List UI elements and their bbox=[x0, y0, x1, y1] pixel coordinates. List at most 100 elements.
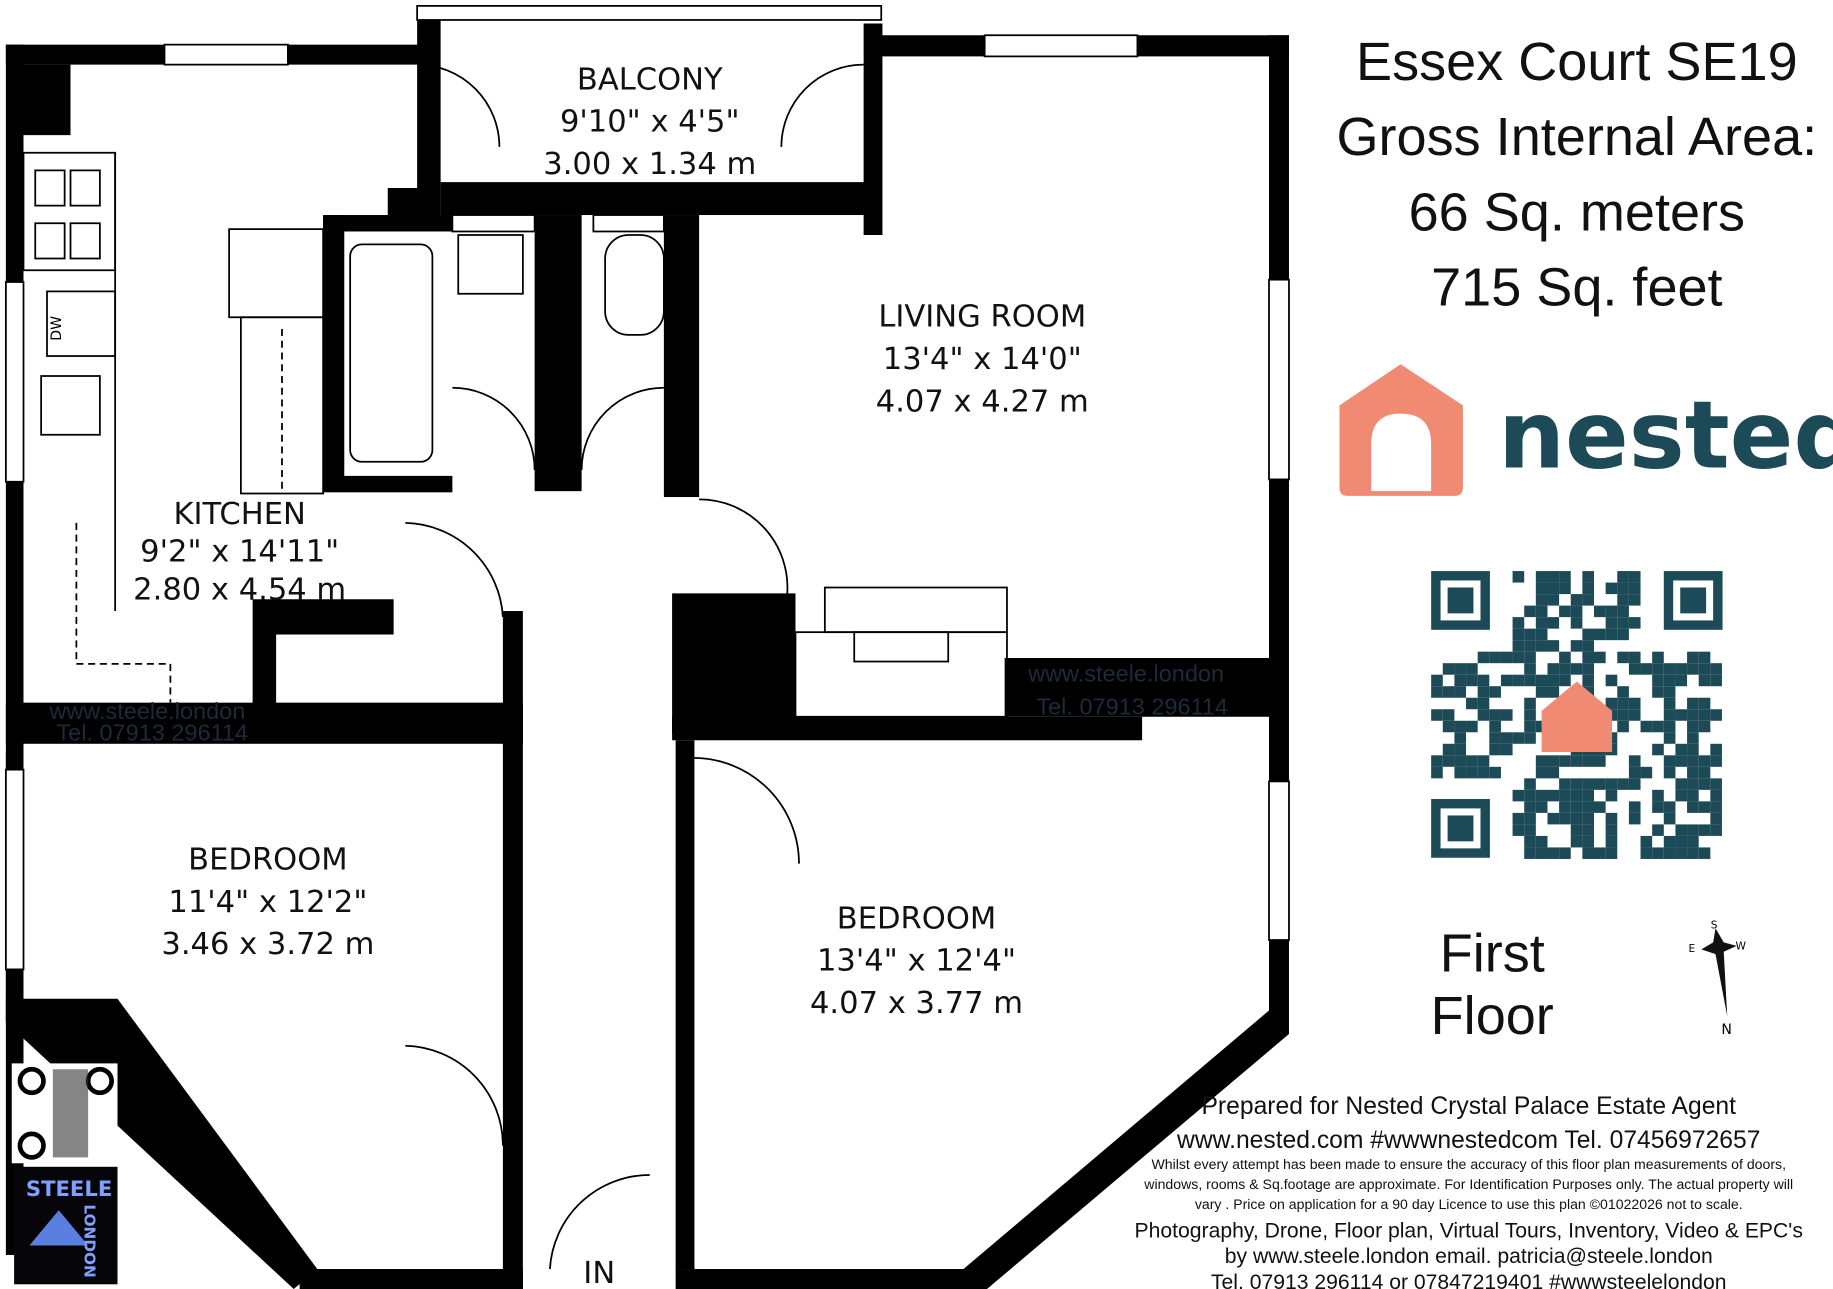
qr-module bbox=[1617, 651, 1629, 664]
qr-module bbox=[1594, 801, 1606, 813]
qr-module bbox=[1547, 582, 1560, 595]
qr-module bbox=[1431, 755, 1443, 767]
qr-module bbox=[1547, 755, 1560, 767]
svg-text:Tel. 07913 296114 or 07847219: Tel. 07913 296114 or 07847219401 #wwwste… bbox=[1211, 1271, 1727, 1289]
qr-module bbox=[1454, 743, 1467, 756]
qr-module bbox=[1582, 835, 1595, 848]
qr-module bbox=[1663, 686, 1676, 698]
svg-text:Whilst every attempt has been: Whilst every attempt has been made to en… bbox=[1151, 1156, 1786, 1172]
svg-text:STEELE: STEELE bbox=[26, 1176, 112, 1201]
dw-label: DW bbox=[49, 316, 65, 341]
qr-module bbox=[1454, 674, 1467, 687]
qr-module bbox=[1466, 755, 1478, 767]
walls bbox=[5, 5, 1289, 1289]
qr-module bbox=[1640, 847, 1653, 859]
qr-module bbox=[1477, 651, 1490, 664]
address: Essex Court SE19 bbox=[1356, 32, 1798, 92]
qr-module bbox=[1570, 617, 1583, 629]
nested-logo: nested bbox=[1339, 364, 1833, 496]
qr-module bbox=[1698, 663, 1711, 675]
qr-module bbox=[1710, 801, 1722, 813]
qr-module bbox=[1535, 640, 1548, 652]
qr-module bbox=[1663, 835, 1676, 848]
qr-module bbox=[1582, 801, 1595, 813]
qr-module bbox=[1628, 709, 1641, 721]
svg-text:www.nested.com #wwwnestedcom: www.nested.com #wwwnestedcom Tel. 074569… bbox=[1176, 1127, 1760, 1154]
qr-module bbox=[1675, 835, 1688, 848]
qr-module bbox=[1675, 743, 1688, 756]
qr-module bbox=[1663, 709, 1676, 721]
qr-module bbox=[1663, 732, 1676, 744]
qr-module bbox=[1605, 697, 1618, 710]
qr-module bbox=[1663, 801, 1676, 813]
qr-module bbox=[1512, 789, 1525, 802]
qr-module bbox=[1594, 651, 1606, 664]
qr-module bbox=[1640, 663, 1653, 675]
qr-module bbox=[1710, 755, 1722, 767]
qr-module bbox=[1477, 674, 1490, 687]
qr-module bbox=[1524, 789, 1536, 802]
living-room-name: LIVING ROOM bbox=[878, 300, 1086, 335]
bedroom2-imperial: 13'4" x 12'4" bbox=[817, 944, 1016, 979]
qr-module bbox=[1652, 789, 1664, 802]
qr-module bbox=[1512, 628, 1525, 641]
qr-module bbox=[1442, 709, 1455, 721]
qr-module bbox=[1698, 674, 1711, 687]
qr-module bbox=[1675, 755, 1688, 767]
qr-module bbox=[1559, 778, 1571, 790]
qr-module bbox=[1547, 571, 1560, 583]
svg-text:www.steele.london: www.steele.london bbox=[48, 698, 245, 724]
qr-module bbox=[1605, 812, 1618, 825]
qr-module bbox=[1698, 720, 1711, 733]
qr-module bbox=[1512, 674, 1525, 687]
svg-text:by www.steele.london email. p: by www.steele.london email. patricia@ste… bbox=[1225, 1245, 1713, 1268]
svg-text:windows, rooms & Sq.footage ar: windows, rooms & Sq.footage are approxim… bbox=[1143, 1176, 1793, 1192]
qr-module bbox=[1675, 789, 1688, 802]
qr-module bbox=[1698, 755, 1711, 767]
qr-module bbox=[1570, 789, 1583, 802]
svg-text:Tel. 07913 296114: Tel. 07913 296114 bbox=[56, 719, 248, 745]
qr-module bbox=[1500, 651, 1513, 664]
qr-module bbox=[1687, 789, 1699, 802]
qr-module bbox=[1675, 709, 1688, 721]
qr-module bbox=[1570, 640, 1583, 652]
qr-module bbox=[1710, 709, 1722, 721]
qr-module bbox=[1454, 663, 1467, 675]
qr-module bbox=[1710, 824, 1722, 836]
qr-module bbox=[1617, 778, 1629, 790]
qr-module bbox=[1535, 686, 1548, 698]
qr-module bbox=[1605, 582, 1618, 595]
qr-module bbox=[1605, 824, 1618, 836]
qr-module bbox=[1454, 755, 1467, 767]
qr-module bbox=[1628, 812, 1641, 825]
qr-module bbox=[1442, 686, 1455, 698]
qr-module bbox=[1710, 789, 1722, 802]
qr-module bbox=[1605, 674, 1618, 687]
qr-module bbox=[1582, 582, 1595, 595]
qr-module bbox=[1489, 732, 1501, 744]
qr-module bbox=[1535, 628, 1548, 641]
qr-module bbox=[1687, 835, 1699, 848]
qr-module bbox=[1559, 801, 1571, 813]
qr-module bbox=[1628, 697, 1641, 710]
qr-module bbox=[1535, 617, 1548, 629]
qr-module bbox=[1663, 755, 1676, 767]
svg-text:S: S bbox=[1711, 919, 1718, 931]
qr-module bbox=[1524, 847, 1536, 859]
qr-module bbox=[1663, 697, 1676, 710]
qr-module bbox=[1512, 824, 1525, 836]
qr-module bbox=[1547, 812, 1560, 825]
qr-module bbox=[1617, 582, 1629, 595]
qr-module bbox=[1524, 605, 1536, 618]
qr-module bbox=[1628, 755, 1641, 767]
qr-module bbox=[1570, 605, 1583, 618]
qr-module bbox=[1687, 732, 1699, 744]
qr-module bbox=[1605, 778, 1618, 790]
qr-module bbox=[1489, 651, 1501, 664]
qr-module bbox=[1663, 663, 1676, 675]
svg-text:N: N bbox=[1721, 1022, 1732, 1038]
qr-module bbox=[1652, 847, 1664, 859]
qr-module bbox=[1628, 663, 1641, 675]
qr-module bbox=[1570, 835, 1583, 848]
area-sqft: 715 Sq. feet bbox=[1431, 258, 1722, 318]
